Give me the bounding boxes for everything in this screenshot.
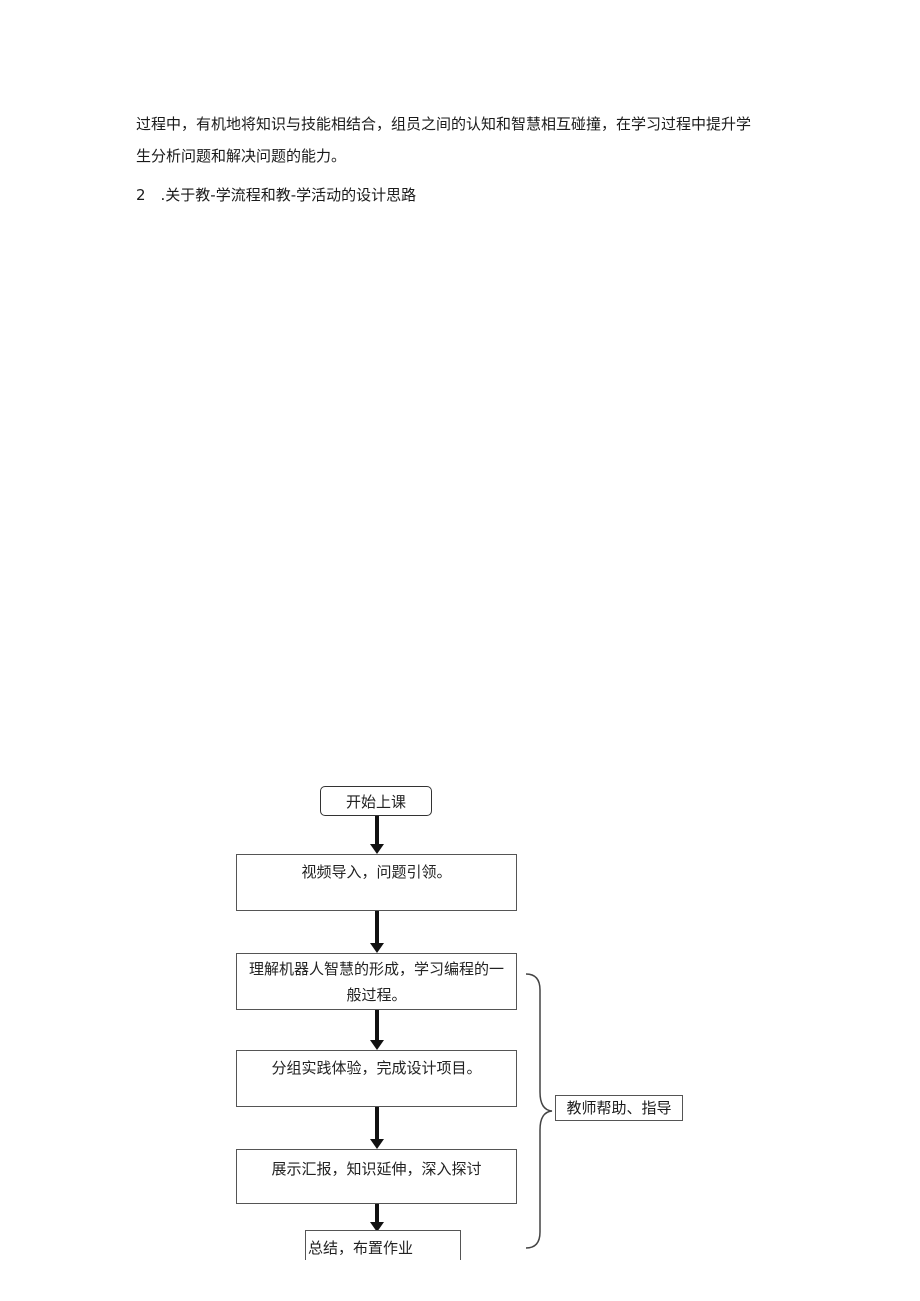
- flow-arrow-1: [370, 816, 384, 854]
- flow-step-2-label-line-2: 般过程。: [346, 986, 407, 1004]
- section-heading: 2 .关于教-学流程和教-学活动的设计思路: [136, 186, 417, 204]
- flow-step-group-practice: 分组实践体验，完成设计项目。: [236, 1050, 517, 1107]
- flow-arrow-2: [370, 911, 384, 953]
- flow-step-video-intro: 视频导入，问题引领。: [236, 854, 517, 911]
- flow-arrow-5: [370, 1204, 384, 1232]
- body-paragraph-line-2: 生分析问题和解决问题的能力。: [136, 147, 347, 165]
- flow-start-label: 开始上课: [345, 793, 406, 811]
- flow-step-summary: 总结，布置作业: [305, 1230, 461, 1260]
- flow-step-understanding: 理解机器人智慧的形成，学习编程的一 般过程。: [236, 953, 517, 1010]
- flow-step-3-label: 分组实践体验，完成设计项目。: [271, 1059, 482, 1077]
- flow-step-1-label: 视频导入，问题引领。: [301, 863, 452, 881]
- flow-arrow-4: [370, 1107, 384, 1149]
- flow-step-5-label: 总结，布置作业: [308, 1239, 414, 1257]
- flow-arrow-3: [370, 1010, 384, 1050]
- flow-step-4-label: 展示汇报，知识延伸，深入探讨: [271, 1160, 482, 1178]
- flow-start-node: 开始上课: [320, 786, 432, 816]
- teacher-help-box: 教师帮助、指导: [555, 1095, 683, 1121]
- right-curly-brace: [525, 973, 553, 1249]
- body-paragraph-line-1: 过程中，有机地将知识与技能相结合，组员之间的认知和智慧相互碰撞，在学习过程中提升…: [136, 115, 752, 133]
- flow-step-presentation: 展示汇报，知识延伸，深入探讨: [236, 1149, 517, 1204]
- flow-step-2-label-line-1: 理解机器人智慧的形成，学习编程的一: [248, 960, 504, 978]
